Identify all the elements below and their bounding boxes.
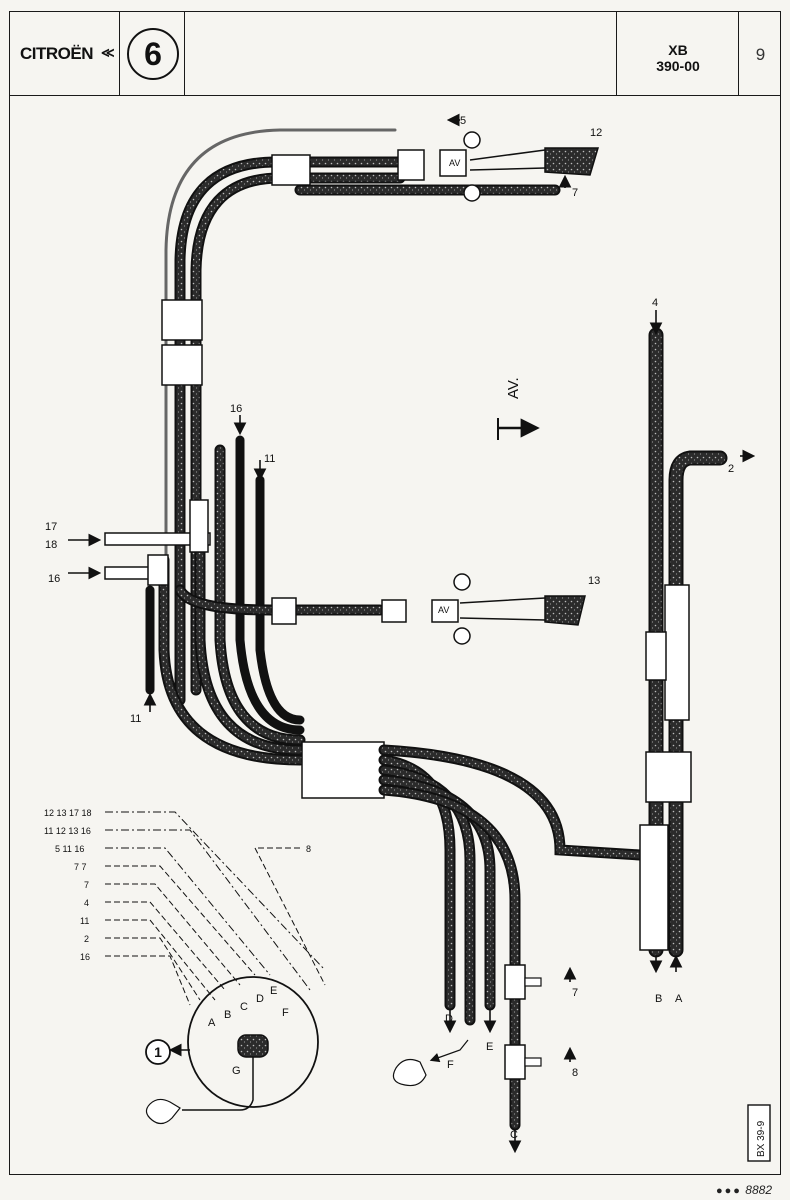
pipe-tee-right [639, 824, 669, 951]
model-code-line1: XB [668, 42, 688, 58]
gland-letter-a: A [208, 1017, 216, 1029]
reference-box: BX 39-9 [747, 1104, 771, 1162]
brand-logo: CITROËN [20, 44, 94, 63]
bundle-clamp-lower [301, 741, 385, 799]
pipe-clip-right [645, 751, 692, 803]
gland-letter-f: F [282, 1007, 289, 1019]
section-number: 6 [127, 28, 179, 80]
bundle-clamp-top-1 [161, 299, 203, 341]
pipe-number-8: 8 [572, 1067, 578, 1079]
section-cell [120, 11, 185, 96]
model-cell [617, 11, 739, 96]
drawing-frame [9, 11, 781, 1175]
hose-letter-c: C [510, 1129, 518, 1141]
legend-row-8: 2 [84, 934, 89, 944]
pipe-number-16a: 16 [230, 403, 242, 415]
pipe-number-5: 5 [460, 115, 466, 127]
top-hose-bundle [164, 128, 561, 706]
valve-label-lower: AV [438, 605, 449, 615]
pipe-number-4: 4 [652, 297, 658, 309]
callout-1: 1 [145, 1039, 171, 1065]
hose-letter-f: F [447, 1059, 454, 1071]
hose-letter-e: E [486, 1041, 493, 1053]
title-block [9, 11, 781, 96]
legend-row-7: 11 [80, 916, 89, 926]
bundle-clamp-top-2 [161, 344, 203, 386]
pipe-union-right [645, 631, 667, 681]
callout-1-number: 1 [154, 1044, 162, 1060]
pipe-number-7b: 7 [572, 987, 578, 999]
pipe-number-11b: 11 [130, 713, 141, 725]
hose-letter-a: A [675, 993, 683, 1005]
legend-row-3: 5 11 16 [55, 844, 84, 854]
clamp-middle [271, 597, 297, 625]
pipe-number-7a: 7 [572, 187, 578, 199]
pipe-number-2: 2 [728, 463, 734, 475]
direction-label: AV. [505, 377, 522, 399]
pipe-number-13: 13 [588, 575, 600, 587]
hose-letter-d: D [445, 1013, 453, 1025]
title-block-divider [9, 95, 781, 96]
brand-cell [9, 11, 120, 96]
flow-arrows [68, 113, 756, 1154]
pipe-number-11a: 11 [264, 453, 275, 465]
valve-label-upper: AV [449, 158, 460, 168]
middle-hose-bundle [145, 435, 386, 766]
reference-box-text: BX 39-9 [756, 1120, 767, 1157]
gland-letter-g: G [232, 1065, 241, 1077]
footer-code: 8882 [745, 1183, 772, 1197]
lower-hose-bundle [378, 744, 646, 1131]
page-footer: ●●● 8882 [716, 1183, 772, 1197]
model-code: XB 390-00 [617, 42, 739, 74]
legend-row-1: 12 13 17 18 [44, 808, 92, 818]
legend-extra: 8 [306, 844, 311, 854]
lower-unions [504, 964, 542, 1080]
legend-row-4: 7 7 [74, 862, 87, 872]
rear-brake-valve-lower [381, 573, 586, 645]
rear-brake-valve-upper [397, 131, 600, 202]
legend-row-5: 7 [84, 880, 89, 890]
gland-letter-b: B [224, 1009, 231, 1021]
gland-letter-c: C [240, 1001, 248, 1013]
gland-letter-d: D [256, 993, 264, 1005]
pipe-number-17: 17 [45, 521, 57, 533]
footer-dots: ●●● [716, 1185, 742, 1197]
pipe-number-12: 12 [590, 127, 602, 139]
pipe-number-16b: 16 [48, 573, 60, 585]
clamp-upper-right [271, 154, 311, 186]
legend-row-2: 11 12 13 16 [44, 826, 91, 836]
pipe-number-18: 18 [45, 539, 57, 551]
model-code-line2: 390-00 [656, 58, 700, 74]
title-cell [185, 11, 617, 96]
page-number: 9 [755, 45, 766, 64]
hose-letter-b: B [655, 993, 662, 1005]
legend-row-9: 16 [80, 952, 90, 962]
gland-detail-lines [105, 811, 469, 1125]
diagram-labels: AV. AV AV 5 12 7 4 2 16 11 17 18 16 13 1… [44, 115, 734, 1141]
pipe-sleeve-right [664, 584, 690, 721]
gland-letter-e: E [270, 985, 277, 997]
tee-unions-left [104, 499, 211, 586]
legend-row-6: 4 [84, 898, 89, 908]
chevrons-icon: ≪ [101, 45, 115, 60]
